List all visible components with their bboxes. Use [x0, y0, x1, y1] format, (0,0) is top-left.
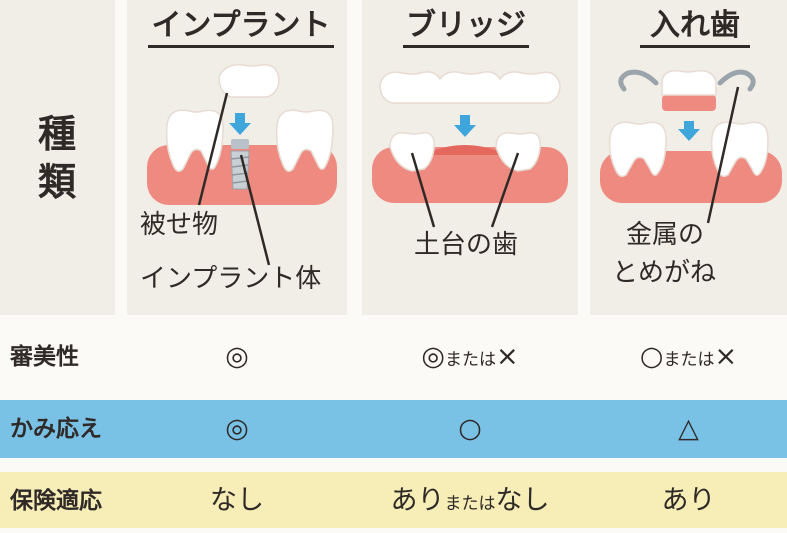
rating-mark: × [714, 341, 738, 372]
clasp-note-line-1: 金属の [626, 220, 705, 250]
clasp-right-icon [717, 69, 756, 92]
rating-mark: △ [678, 413, 699, 444]
implant-screw-icon [230, 139, 250, 190]
denture-bite: △ [590, 400, 787, 458]
left-abutment-tooth [389, 132, 435, 172]
clasp-note-line-2: とめがね [612, 258, 717, 288]
type-label-char-1: 種 [37, 112, 77, 156]
implant-body-note: インプラント体 [140, 264, 322, 294]
implant-bite: ◎ [127, 400, 347, 458]
gum [600, 151, 782, 203]
denture-title: 入れ歯 [640, 8, 750, 48]
abutment-note: 土台の歯 [414, 230, 519, 260]
or-text: または [444, 350, 496, 370]
crown-note: 被せ物 [140, 210, 219, 240]
denture-illustration [600, 69, 782, 224]
gum-gap [432, 145, 498, 155]
insurance-value: あり [390, 485, 445, 516]
arrow-down-icon [678, 121, 700, 141]
type-label: 種 類 [0, 110, 115, 206]
crown-icon [218, 64, 280, 98]
bridge-insurance: ありまたはなし [362, 472, 578, 533]
clasp-pointer [706, 86, 740, 224]
aesthetics-label: 審美性 [10, 344, 79, 370]
bridge-bite: ○ [362, 400, 578, 458]
aesthetics-row: 審美性 ◎ ◎または× ○または× [0, 328, 787, 386]
bite-label: かみ応え [10, 416, 102, 442]
insurance-value: なし [495, 485, 550, 516]
rating-mark: ◎ [225, 413, 249, 444]
denture-insurance: あり [590, 472, 787, 530]
left-tooth [165, 109, 224, 172]
rating-mark: ○ [458, 413, 482, 444]
rating-mark: ○ [639, 341, 664, 372]
implant-insurance: なし [127, 472, 347, 530]
or-text: または [444, 494, 496, 514]
arrow-down-icon [229, 113, 251, 135]
insurance-value: あり [661, 485, 716, 516]
right-pointer [490, 152, 520, 228]
insurance-label: 保険適応 [10, 488, 102, 514]
implant-aesthetics: ◎ [127, 328, 347, 386]
rating-mark: × [495, 341, 519, 372]
denture-aesthetics: ○または× [590, 328, 787, 389]
bridge-aesthetics: ◎または× [362, 328, 578, 389]
right-abutment-tooth [495, 132, 541, 172]
insurance-value: なし [210, 485, 264, 516]
implant-illustration [147, 64, 337, 266]
crown-pointer [197, 92, 229, 206]
bridge-title: ブリッジ [403, 8, 529, 48]
denture-tooth [661, 69, 717, 96]
denture-base [662, 95, 716, 111]
type-label-char-2: 類 [37, 160, 77, 204]
right-tooth [275, 109, 334, 172]
clasp-left-icon [618, 69, 659, 92]
left-tooth [608, 121, 667, 178]
bridge-icon [379, 71, 561, 104]
rating-mark: ◎ [225, 341, 249, 372]
bridge-illustration [372, 71, 568, 228]
implant-title: インプラント [148, 8, 334, 48]
right-tooth [710, 121, 769, 178]
rating-mark: ◎ [421, 341, 445, 372]
or-text: または [663, 350, 715, 370]
implant-pointer [239, 154, 271, 266]
arrow-down-icon [454, 115, 476, 137]
left-pointer [410, 152, 436, 228]
insurance-row: 保険適応 なし ありまたはなし あり [0, 472, 787, 528]
row-label-panel [0, 0, 115, 315]
bite-row: かみ応え ◎ ○ △ [0, 400, 787, 458]
